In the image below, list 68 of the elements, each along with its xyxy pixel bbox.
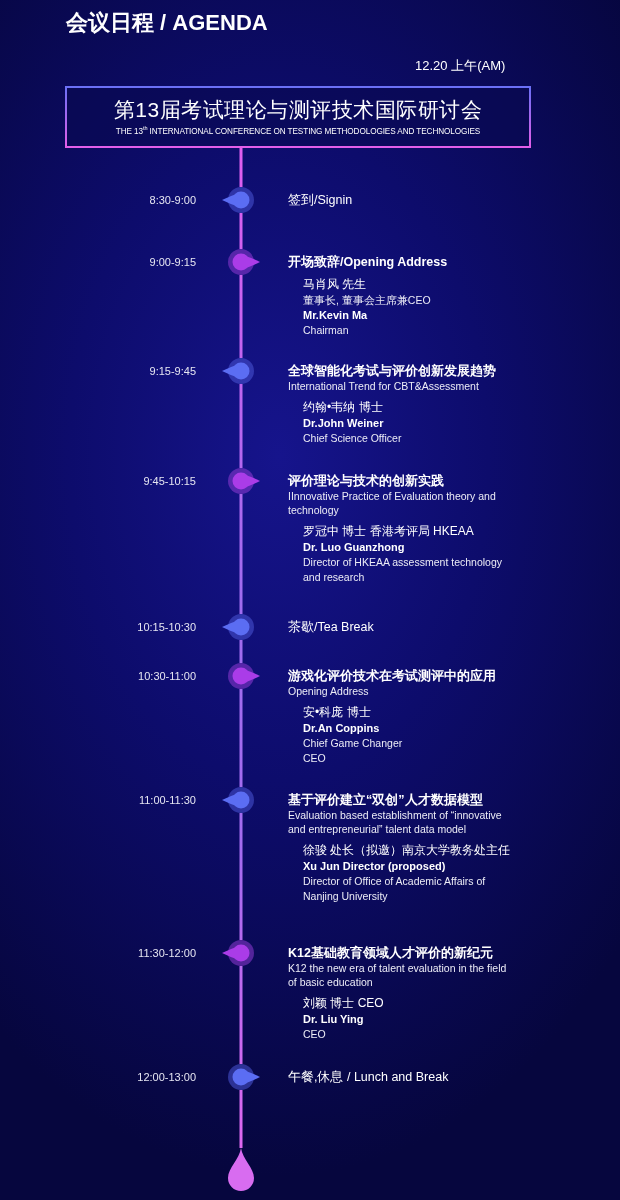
speaker-name: Dr. Liu Ying	[303, 1012, 364, 1027]
speaker-role: Director of Office of Academic Affairs of Nanjing University	[303, 874, 487, 904]
timeline-line	[239, 213, 243, 249]
session-subtitle: International Trend for CBT&Assessment	[288, 379, 479, 393]
speaker-name: Xu Jun Director (proposed)	[303, 859, 446, 874]
timeline-line	[239, 640, 243, 663]
teardrop-icon	[227, 1148, 255, 1192]
session-title: 全球智能化考试与评价创新发展趋势	[288, 363, 496, 379]
timeline-dot-icon	[221, 939, 255, 967]
speaker-name: 约翰•韦纳 博士	[303, 399, 383, 416]
session-subtitle: Opening Address	[288, 684, 369, 698]
time-label: 10:15-10:30	[137, 620, 196, 634]
banner-heading: 第13届考试理论与测评技术国际研讨会	[113, 97, 483, 124]
speaker-name: Dr.An Coppins	[303, 721, 380, 736]
time-label: 11:00-11:30	[138, 793, 196, 807]
speaker-name: Mr.Kevin Ma	[303, 308, 368, 323]
timeline-line	[239, 689, 243, 787]
timeline-dot-icon	[221, 613, 255, 641]
timeline-dot-icon	[227, 662, 261, 690]
timeline-line	[239, 1090, 243, 1148]
session-title: 评价理论与技术的创新实践	[288, 473, 444, 489]
timeline-dot-icon	[221, 786, 255, 814]
date-label: 12.20 上午(AM)	[415, 58, 506, 74]
session-title: K12基础教育领域人才评价的新纪元	[288, 945, 493, 961]
conference-banner	[65, 86, 531, 148]
speaker-name: Dr.John Weiner	[303, 416, 384, 431]
speaker-role: Chairman	[303, 323, 349, 338]
timeline-line	[239, 494, 243, 614]
speaker-role: Chief Science Officer	[303, 431, 402, 446]
time-label: 9:15-9:45	[149, 364, 196, 378]
timeline-line	[239, 813, 243, 940]
timeline-line	[239, 966, 243, 1064]
session-title: 午餐,休息 / Lunch and Break	[288, 1069, 449, 1085]
session-title: 基于评价建立“双创”人才数据模型	[288, 792, 483, 808]
timeline-dot-icon	[221, 357, 255, 385]
speaker-role: CEO	[303, 1027, 326, 1042]
session-title: 开场致辞/Opening Address	[288, 254, 448, 270]
time-label: 9:00-9:15	[149, 255, 196, 269]
speaker-name: 徐骏 处长（拟邀）南京大学教务处主任	[303, 842, 511, 859]
timeline-dot-icon	[227, 1063, 261, 1091]
page-title: 会议日程 / AGENDA	[66, 9, 268, 37]
timeline-line	[239, 384, 243, 468]
speaker-role: Director of HKEAA assessment technology and research	[303, 555, 503, 585]
speaker-role: 董事长, 董事会主席兼CEO	[303, 293, 431, 308]
timeline-dot-icon	[227, 248, 261, 276]
session-subtitle: Evaluation based establishment of “innovative and entrepreneurial” talent data model	[288, 808, 503, 836]
speaker-role: CEO	[303, 751, 326, 766]
timeline-dot-icon	[227, 467, 261, 495]
time-label: 10:30-11:00	[138, 669, 196, 683]
timeline-line	[239, 275, 243, 358]
time-label: 8:30-9:00	[149, 193, 196, 207]
speaker-name: 罗冠中 博士 香港考评局 HKEAA	[303, 523, 474, 540]
speaker-name: Dr. Luo Guanzhong	[303, 540, 405, 555]
banner-subheading: THE 13$^{th}$ INTERNATIONAL CONFERENCE ON TESTING METHODOLOGIES AND TECHNOLOGIES	[115, 124, 481, 137]
session-title: 游戏化评价技术在考试测评中的应用	[288, 668, 496, 684]
session-subtitle: IInnovative Practice of Evaluation theory and technology	[288, 489, 497, 517]
speaker-name: 马肖风 先生	[303, 276, 367, 293]
timeline-dot-icon	[221, 186, 255, 214]
speaker-name: 刘颖 博士 CEO	[303, 995, 384, 1012]
session-subtitle: K12 the new era of talent evaluation in the field of basic education	[288, 961, 508, 989]
session-title: 签到/Signin	[288, 192, 353, 208]
timeline-line	[239, 148, 243, 187]
time-label: 9:45-10:15	[143, 474, 196, 488]
time-label: 11:30-12:00	[138, 946, 196, 960]
session-title: 茶歇/Tea Break	[288, 619, 374, 635]
time-label: 12:00-13:00	[137, 1070, 196, 1084]
speaker-role: Chief Game Changer	[303, 736, 403, 751]
speaker-name: 安•科庞 博士	[303, 704, 371, 721]
